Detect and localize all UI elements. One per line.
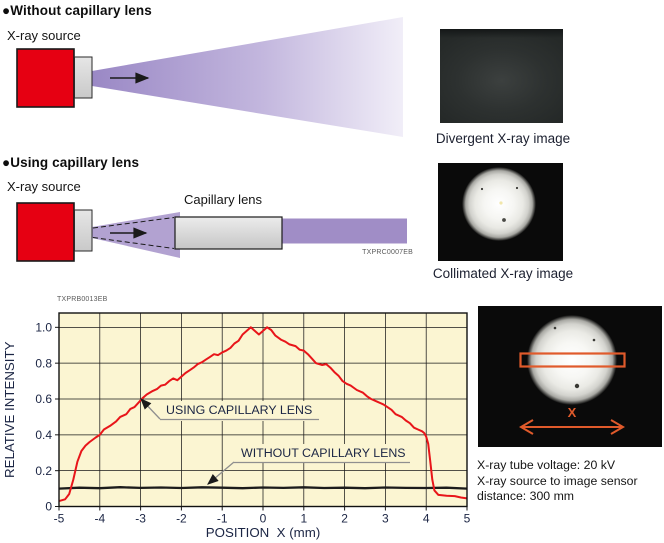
svg-text:0.6: 0.6: [35, 392, 52, 406]
capillary-lens-label: Capillary lens: [184, 192, 263, 207]
capillary-lens-body: [174, 216, 283, 250]
diagram-using-capillary: [16, 202, 407, 262]
svg-text:0: 0: [260, 512, 267, 526]
svg-text:-4: -4: [94, 512, 105, 526]
xray-source-nozzle-2: [74, 209, 93, 252]
series-using-capillary-lens: [58, 326, 468, 503]
speck: [480, 187, 484, 191]
divergent-image-caption: Divergent X-ray image: [435, 131, 571, 146]
x-width-arrowhead-left: [519, 419, 534, 435]
speck: [553, 326, 557, 330]
xray-source-body-2: [16, 202, 75, 262]
xray-source-body-1: [16, 48, 75, 108]
plot-border: [58, 312, 468, 508]
divergent-xray-image: [440, 29, 563, 123]
x-axis-label: POSITION X (mm): [206, 525, 321, 540]
divergent-beam: [92, 17, 403, 137]
beam-dashed-ray-bottom: [92, 237, 175, 249]
collimated-beam: [282, 218, 407, 244]
grid: [59, 313, 467, 507]
figure-code-chart: TXPRB0013EB: [57, 296, 108, 303]
svg-text:0.2: 0.2: [35, 464, 52, 478]
measurement-xray-image: X: [478, 306, 662, 447]
speck: [515, 186, 519, 190]
note-line: X-ray tube voltage: 20 kV: [477, 458, 616, 472]
series-callout: WITHOUT CAPILLARY LENS: [207, 444, 413, 485]
y-axis-label: RELATIVE INTENSITY: [2, 341, 17, 478]
intensity-chart: USING CAPILLARY LENS WITHOUT CAPILLARY LE…: [2, 312, 471, 540]
series-callout: USING CAPILLARY LENS: [140, 398, 321, 421]
xray-source-label-1: X-ray source: [7, 28, 81, 43]
collimated-image-caption: Collimated X-ray image: [432, 266, 574, 281]
xray-source-nozzle-1: [74, 56, 93, 99]
svg-text:-1: -1: [217, 512, 228, 526]
figure-code-diagram: TXPRC0007EB: [362, 249, 413, 256]
series-without-capillary-lens: [58, 486, 468, 490]
tick-labels: -5 -4 -3 -2 -1 0 1 2 3 4 5 0 0.2 0.4 0.6 0.8 1.0: [35, 321, 470, 526]
svg-text:1.0: 1.0: [35, 321, 52, 335]
x-width-arrowhead-right: [610, 419, 625, 435]
svg-text:3: 3: [382, 512, 389, 526]
scan-region-box: [519, 352, 626, 368]
xray-source-label-2: X-ray source: [7, 179, 81, 194]
section-heading-using: ●Using capillary lens: [2, 155, 140, 170]
callout-text: WITHOUT CAPILLARY LENS: [241, 446, 406, 460]
beam-dashed-ray-top: [92, 217, 175, 229]
diagram-without-capillary: [16, 17, 403, 137]
svg-text:5: 5: [464, 512, 471, 526]
collimated-xray-image: [438, 163, 563, 261]
speck: [574, 383, 580, 389]
svg-text:1: 1: [300, 512, 307, 526]
speck: [502, 218, 506, 222]
measured-beam-spot: [527, 315, 617, 405]
svg-text:-5: -5: [54, 512, 65, 526]
section-heading-without: ●Without capillary lens: [2, 3, 152, 18]
svg-text:4: 4: [423, 512, 430, 526]
svg-text:0.4: 0.4: [35, 428, 52, 442]
svg-text:0.8: 0.8: [35, 356, 52, 370]
spot-center-dot: [499, 201, 503, 205]
note-line: X-ray source to image sensor: [477, 473, 638, 488]
x-dimension-label: X: [568, 405, 577, 420]
svg-text:-2: -2: [176, 512, 187, 526]
svg-text:0: 0: [45, 500, 52, 514]
measurement-notes: X-ray tube voltage: 20 kV X-ray source t…: [477, 458, 663, 505]
collimated-beam-spot: [462, 167, 536, 241]
callout-text: USING CAPILLARY LENS: [166, 403, 312, 417]
svg-text:-3: -3: [135, 512, 146, 526]
speck: [592, 338, 596, 342]
note-line: distance: 300 mm: [477, 489, 575, 504]
svg-text:2: 2: [341, 512, 348, 526]
